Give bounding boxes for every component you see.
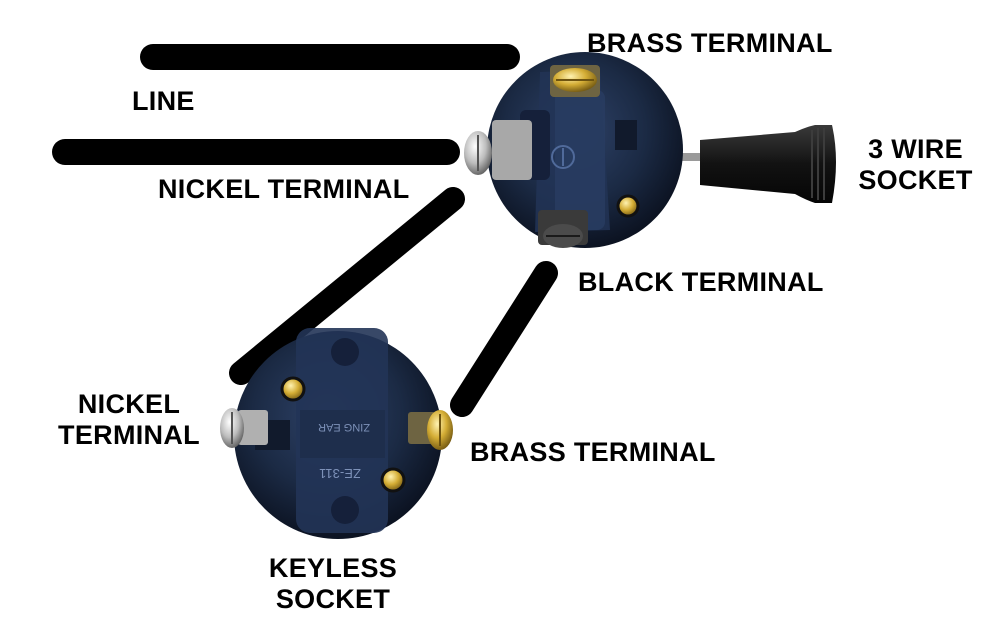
- socket-maker-marking: ZING EAR: [318, 421, 370, 433]
- label-nickel-terminal-bottom-line2: TERMINAL: [58, 420, 200, 450]
- label-black-terminal: BLACK TERMINAL: [578, 267, 824, 297]
- label-nickel-terminal-bottom-line1: NICKEL: [77, 389, 181, 419]
- three-wire-socket: [464, 52, 836, 248]
- label-keyless-socket: KEYLESS SOCKET: [248, 553, 418, 615]
- socket-rivet-lower: [380, 467, 406, 493]
- label-brass-terminal-bottom: BRASS TERMINAL: [470, 437, 716, 467]
- socket-rivet-top: [616, 194, 640, 218]
- label-nickel-terminal-bottom: NICKEL TERMINAL: [48, 389, 210, 451]
- label-keyless-socket-line2: SOCKET: [275, 584, 391, 614]
- label-three-wire-socket-line1: 3 WIRE: [868, 134, 963, 164]
- label-nickel-terminal-top: NICKEL TERMINAL: [158, 174, 410, 204]
- socket-model-marking: ZE-311: [319, 466, 361, 481]
- label-three-wire-socket-line2: SOCKET: [858, 165, 973, 195]
- label-three-wire-socket: 3 WIRE SOCKET: [848, 134, 983, 196]
- label-keyless-socket-line1: KEYLESS: [268, 553, 398, 583]
- keyless-socket: ZING EAR ZE-311: [220, 328, 453, 539]
- label-brass-terminal-top: BRASS TERMINAL: [587, 28, 833, 58]
- label-line: LINE: [132, 86, 195, 116]
- jumper-wire-nickel: [229, 187, 465, 385]
- switch-knob: [700, 125, 836, 203]
- nickel-terminal-plate: [492, 120, 532, 180]
- socket-rivet-upper: [280, 376, 306, 402]
- jumper-wire-brass: [450, 261, 558, 417]
